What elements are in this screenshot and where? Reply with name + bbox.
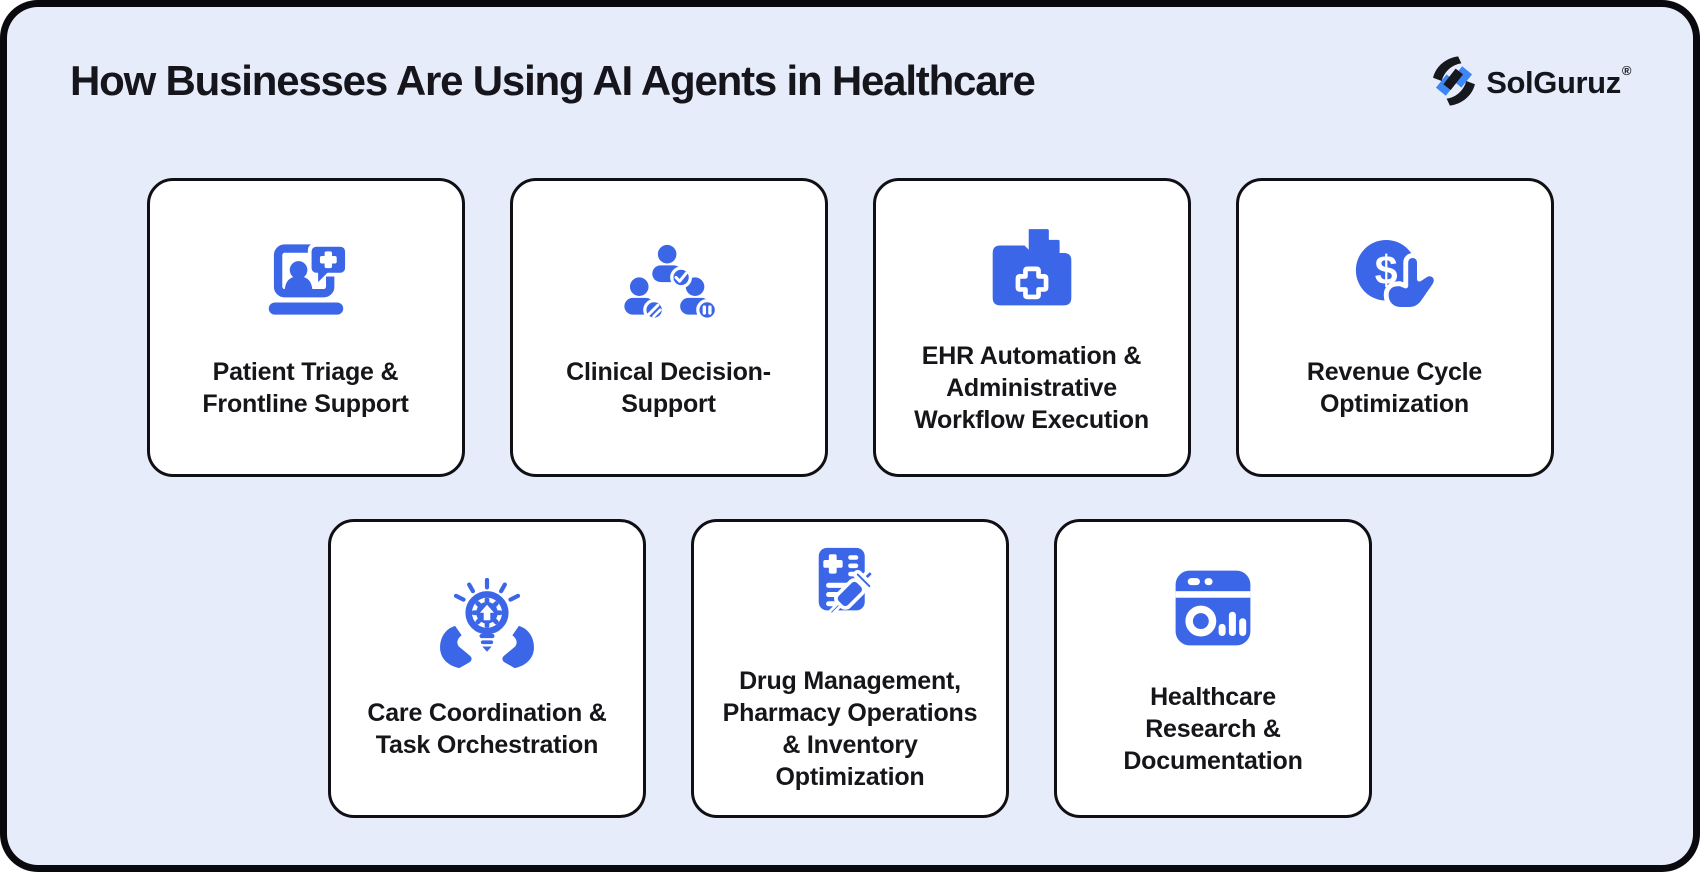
card-label: Care Coordination & Task Orchestration (367, 698, 607, 759)
care-team-status-icon (616, 236, 722, 330)
analytics-browser-icon (1170, 561, 1256, 655)
card-row-bottom: Care Coordination & Task Orchestration D… (7, 519, 1693, 818)
card-label: Revenue Cycle Optimization (1306, 357, 1483, 418)
brand-name: SolGuruz® (1486, 63, 1632, 100)
card-label: Healthcare Research & Documentation (1123, 682, 1303, 775)
card-ehr-automation: EHR Automation & Administrative Workflow… (872, 178, 1191, 477)
telehealth-laptop-icon (256, 236, 356, 330)
card-care-coordination: Care Coordination & Task Orchestration (328, 519, 646, 818)
dollar-tap-icon: $ (1349, 236, 1441, 330)
registered-mark: ® (1621, 63, 1632, 78)
card-clinical-decision: Clinical Decision- Support (509, 178, 828, 477)
svg-text:$: $ (1374, 246, 1397, 292)
medical-records-folder-icon (987, 220, 1077, 314)
card-label: Patient Triage & Frontline Support (202, 357, 409, 418)
card-patient-triage: Patient Triage & Frontline Support (146, 178, 465, 477)
card-drug-management: Drug Management, Pharmacy Operations & I… (691, 519, 1009, 818)
card-label: Drug Management, Pharmacy Operations & I… (722, 666, 978, 791)
solguruz-logo-mark-icon (1433, 56, 1476, 106)
card-healthcare-research: Healthcare Research & Documentation (1054, 519, 1372, 818)
infographic-background: How Businesses Are Using AI Agents in He… (7, 7, 1693, 865)
card-label: EHR Automation & Administrative Workflow… (914, 341, 1149, 434)
hands-idea-gear-icon (438, 577, 536, 671)
page-title: How Businesses Are Using AI Agents in He… (70, 57, 1036, 104)
card-row-top: Patient Triage & Frontline Support Clini… (7, 178, 1693, 477)
card-revenue-cycle: $ Revenue Cycle Optimization (1235, 178, 1554, 477)
brand-logo: SolGuruz® (1431, 53, 1631, 109)
prescription-syringe-icon (804, 545, 896, 639)
card-label: Clinical Decision- Support (566, 357, 771, 418)
